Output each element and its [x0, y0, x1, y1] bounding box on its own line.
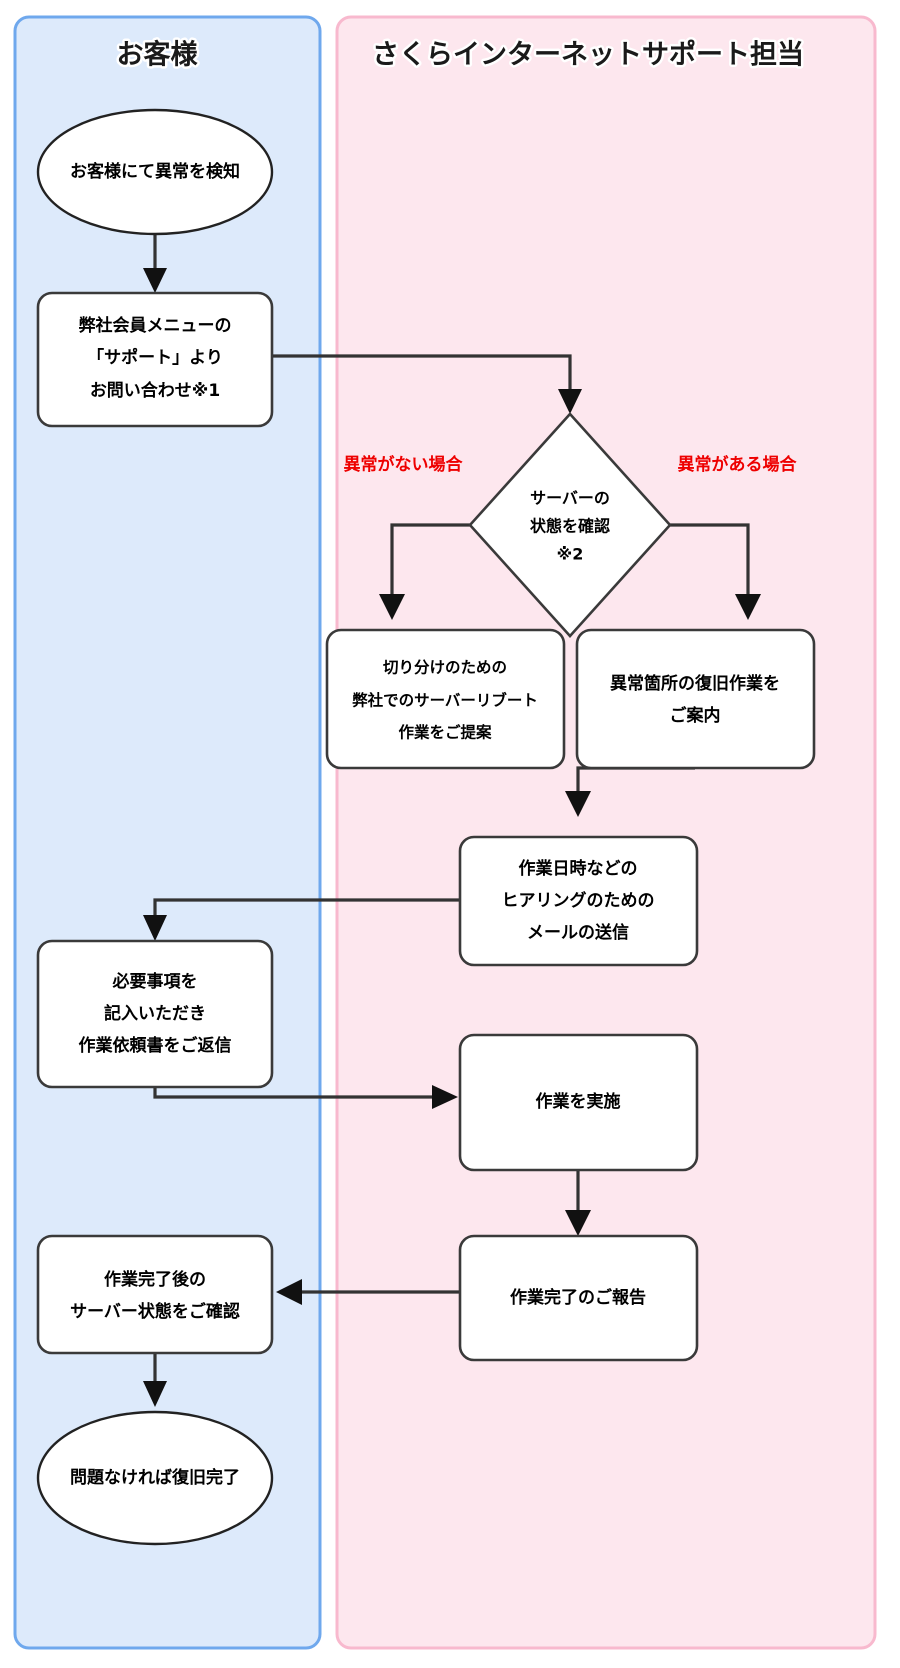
- node-send-hearing-mail-line-2: メールの送信: [527, 922, 629, 943]
- connector-check-has-anomaly: [670, 523, 761, 620]
- node-work-complete-report[interactable]: 作業完了のご報告: [458, 1234, 699, 1362]
- node-check-server-state-line-2: ※2: [557, 545, 584, 564]
- connector-detect-to-inquiry: [143, 232, 167, 293]
- edge-label-has-anomaly: 異常がある場合: [678, 454, 798, 475]
- node-propose-reboot-line-0: 切り分けのための: [383, 659, 507, 677]
- node-contact-support[interactable]: 弊社会員メニューの 「サポート」より お問い合わせ※1: [36, 291, 274, 428]
- node-confirm-server-state-line-0: 作業完了後の: [104, 1269, 206, 1290]
- node-send-hearing-mail[interactable]: 作業日時などの ヒアリングのための メールの送信: [458, 835, 699, 967]
- node-guide-recovery-line-1: ご案内: [670, 705, 721, 726]
- node-work-complete-report-line-0: 作業完了のご報告: [510, 1287, 646, 1308]
- node-guide-recovery-line-0: 異常箇所の復旧作業を: [610, 673, 780, 694]
- lane-support: [335, 15, 877, 1650]
- node-detect-anomaly[interactable]: お客様にて異常を検知: [36, 108, 274, 236]
- node-recovery-complete-line-0: 問題なければ復旧完了: [70, 1467, 240, 1488]
- node-send-hearing-mail-line-0: 作業日時などの: [519, 858, 638, 879]
- connector-report-to-confirm: [276, 1279, 460, 1305]
- node-confirm-server-state[interactable]: 作業完了後の サーバー状態をご確認: [36, 1234, 274, 1355]
- node-propose-reboot-line-1: 弊社でのサーバーリブート: [352, 691, 538, 710]
- connector-confirm-to-done: [143, 1353, 167, 1407]
- node-return-request-form[interactable]: 必要事項を 記入いただき 作業依頼書をご返信: [36, 939, 274, 1089]
- node-check-server-state-line-1: 状態を確認: [530, 517, 610, 536]
- node-return-request-form-line-2: 作業依頼書をご返信: [79, 1035, 232, 1056]
- node-recovery-complete[interactable]: 問題なければ復旧完了: [36, 1410, 274, 1546]
- node-contact-support-line-2: お問い合わせ※1: [90, 380, 220, 401]
- node-contact-support-line-0: 弊社会員メニューの: [79, 315, 232, 336]
- node-confirm-server-state-line-1: サーバー状態をご確認: [70, 1301, 240, 1322]
- node-return-request-form-line-0: 必要事項を: [112, 971, 198, 992]
- node-return-request-form-line-1: 記入いただき: [104, 1003, 206, 1024]
- node-check-server-state-line-0: サーバーの: [530, 489, 610, 508]
- node-send-hearing-mail-line-1: ヒアリングのための: [502, 890, 655, 911]
- node-detect-anomaly-line-0: お客様にて異常を検知: [70, 161, 240, 182]
- lane-title-customer: お客様: [117, 39, 199, 71]
- node-perform-work[interactable]: 作業を実施: [458, 1033, 699, 1172]
- lane-customer: [13, 15, 322, 1650]
- lane-title-support: さくらインターネットサポート担当: [372, 40, 804, 71]
- connector-check-no-anomaly: [379, 523, 470, 620]
- node-propose-reboot[interactable]: 切り分けのための 弊社でのサーバーリブート 作業をご提案: [325, 628, 566, 770]
- node-check-server-state[interactable]: サーバーの 状態を確認 ※2: [468, 412, 672, 638]
- connector-reply-to-work: [153, 1085, 458, 1109]
- node-contact-support-line-1: 「サポート」より: [87, 347, 223, 368]
- node-propose-reboot-line-2: 作業をご提案: [398, 723, 492, 742]
- edge-label-no-anomaly: 異常がない場合: [344, 454, 464, 475]
- connector-inquiry-to-check: [272, 354, 582, 414]
- connector-hearing-to-reply: [143, 898, 460, 941]
- connector-work-to-report: [565, 1170, 591, 1236]
- node-perform-work-line-0: 作業を実施: [536, 1091, 621, 1112]
- node-guide-recovery[interactable]: 異常箇所の復旧作業を ご案内: [575, 628, 816, 770]
